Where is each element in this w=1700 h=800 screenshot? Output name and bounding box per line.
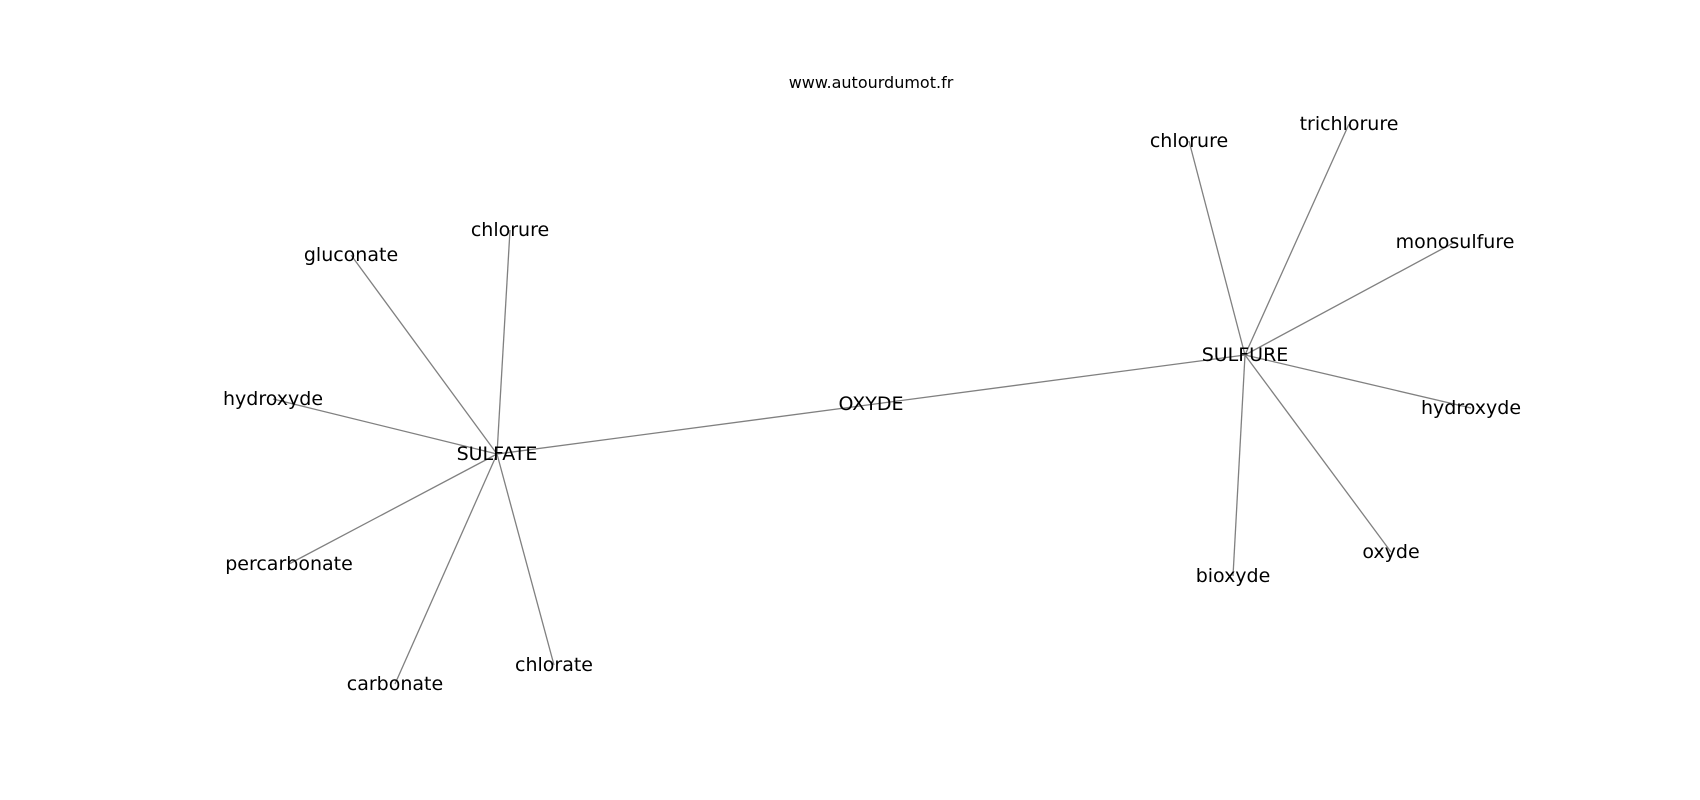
graph-nodes: OXYDE SULFATE SULFURE chlorure gluconate hydr…	[223, 113, 1521, 695]
node-sulfure: SULFURE	[1202, 344, 1289, 366]
edge-sulfure-sulfure_monosulfure	[1244, 241, 1456, 356]
node-sulfure-chlorure: chlorure	[1150, 130, 1228, 152]
node-sulfure-hydroxyde: hydroxyde	[1421, 397, 1521, 419]
edge-sulfure-sulfure_oxyde	[1244, 354, 1392, 553]
node-sulfure-trichlorure: trichlorure	[1300, 113, 1399, 135]
edge-sulfate-sulfate_percarbonate	[288, 453, 498, 565]
edge-sulfate-sulfate_chlorate	[496, 453, 555, 666]
site-watermark: www.autourdumot.fr	[789, 73, 954, 92]
node-sulfate-hydroxyde: hydroxyde	[223, 388, 323, 410]
node-oxyde-center: OXYDE	[839, 393, 904, 415]
graph-edges	[272, 123, 1472, 685]
edge-sulfate-sulfate_hydroxyde	[272, 398, 498, 455]
node-sulfate: SULFATE	[457, 443, 538, 465]
node-sulfure-monosulfure: monosulfure	[1396, 231, 1515, 253]
node-sulfate-gluconate: gluconate	[304, 244, 398, 266]
node-sulfate-percarbonate: percarbonate	[225, 553, 353, 575]
edge-sulfure-sulfure_bioxyde	[1232, 354, 1246, 577]
edge-sulfure-sulfure_trichlorure	[1244, 123, 1350, 356]
edge-sulfate-sulfate_chlorure	[496, 229, 511, 455]
edge-sulfure-sulfure_hydroxyde	[1244, 354, 1472, 409]
edge-sulfate-sulfate_carbonate	[394, 453, 498, 685]
edge-sulfate-sulfate_gluconate	[350, 254, 498, 455]
node-sulfate-chlorure: chlorure	[471, 219, 549, 241]
node-sulfure-bioxyde: bioxyde	[1196, 565, 1271, 587]
node-sulfure-oxyde: oxyde	[1362, 541, 1419, 563]
edge-sulfure-sulfure_chlorure	[1188, 140, 1246, 356]
node-sulfate-carbonate: carbonate	[347, 673, 443, 695]
node-sulfate-chlorate: chlorate	[515, 654, 593, 676]
edge-sulfate-sulfure	[496, 354, 1246, 455]
